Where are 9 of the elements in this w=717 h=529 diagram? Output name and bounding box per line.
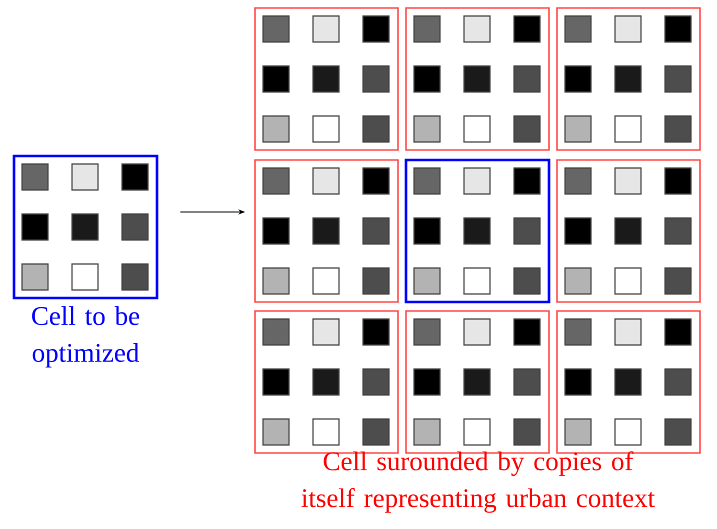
cell-box: [404, 158, 550, 304]
cell-box: [405, 7, 550, 151]
cell-caption: Cell to be optimized: [32, 306, 140, 368]
cell-box: [254, 7, 399, 151]
cell-box: [254, 159, 399, 303]
cell-box: [556, 159, 701, 303]
cell-box: [556, 7, 701, 151]
cell-box: [12, 154, 158, 300]
grid-caption: Cell surounded by copies of itself representing urban context: [302, 451, 655, 513]
